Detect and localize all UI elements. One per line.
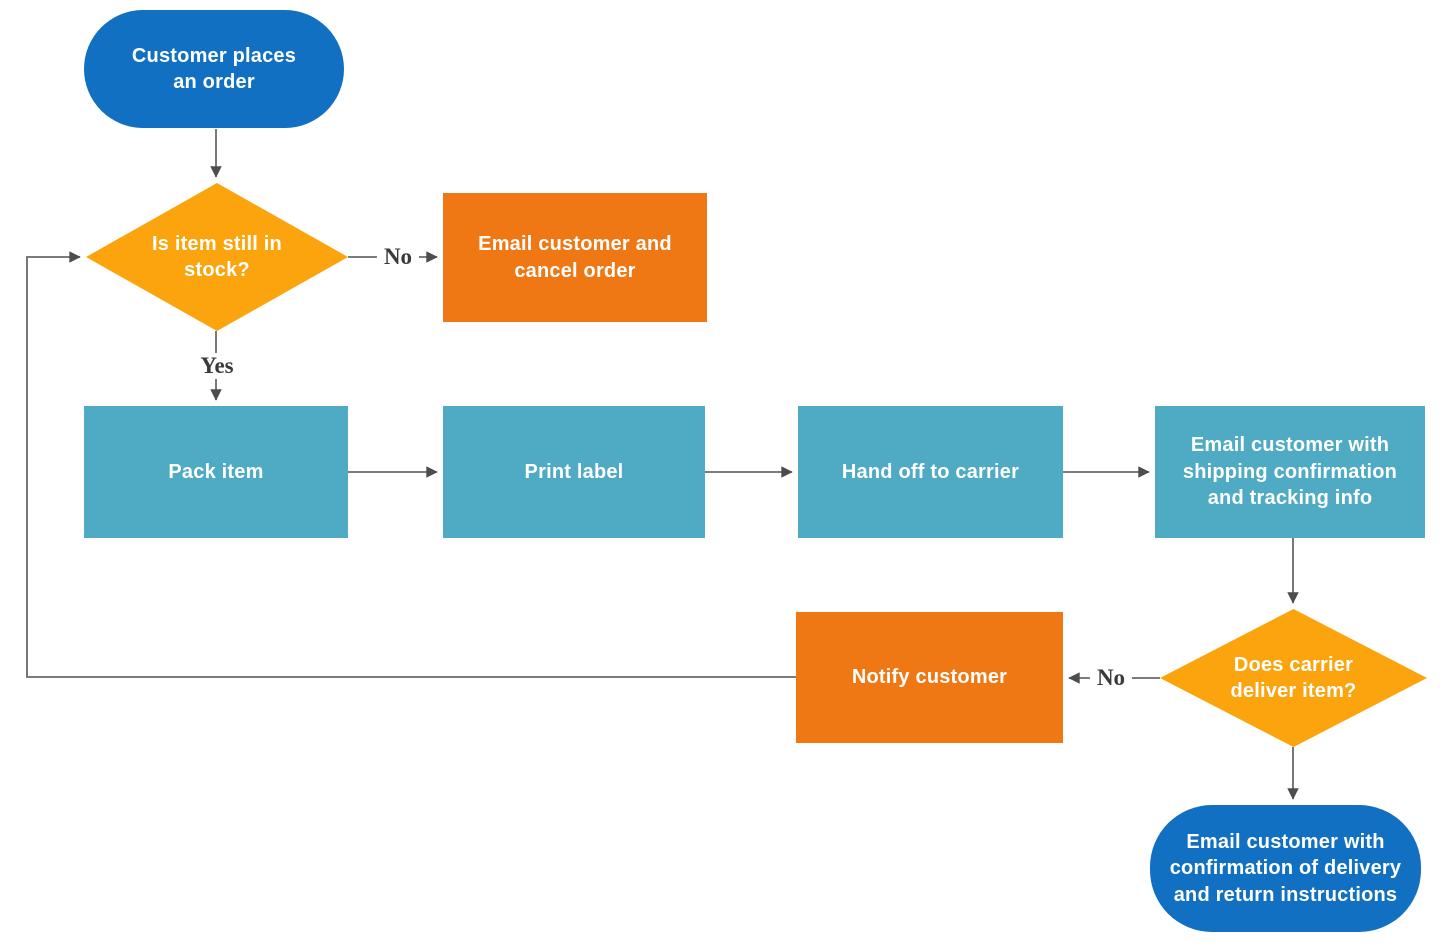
node-start-label: Customer places an order (131, 44, 297, 93)
node-end-terminator-label: Email customer with confirmation of deli… (1169, 830, 1402, 906)
node-print-label-label: Print label (524, 460, 624, 483)
node-cancel-order-label: Email customer and cancel order (478, 233, 672, 282)
node-handoff-carrier-label: Hand off to carrier (841, 460, 1020, 483)
node-shipping-email-label: Email customer with shipping confirmatio… (1182, 434, 1398, 510)
node-notify-customer-label: Notify customer (851, 666, 1008, 689)
node-start-terminator: Customer places an order (84, 10, 344, 128)
node-pack-item-label: Pack item (168, 460, 264, 483)
node-pack-item: Pack item (84, 406, 348, 538)
node-end-terminator: Email customer with confirmation of deli… (1150, 805, 1421, 932)
edge-notify-loop-to-stock (26, 251, 796, 678)
node-print-label: Print label (443, 406, 705, 538)
edge-label-stock-yes: Yes (193, 353, 241, 379)
node-shipping-email: Email customer with shipping confirmatio… (1155, 406, 1425, 538)
node-handoff-carrier: Hand off to carrier (798, 406, 1063, 538)
node-deliver-decision-label: Does carrier deliver item? (1230, 653, 1357, 702)
node-notify-customer: Notify customer (796, 612, 1063, 743)
edge-label-deliver-no: No (1089, 665, 1133, 691)
node-cancel-order: Email customer and cancel order (443, 193, 707, 322)
node-stock-decision-label: Is item still in stock? (152, 232, 282, 281)
edge-label-stock-no: No (376, 244, 420, 270)
